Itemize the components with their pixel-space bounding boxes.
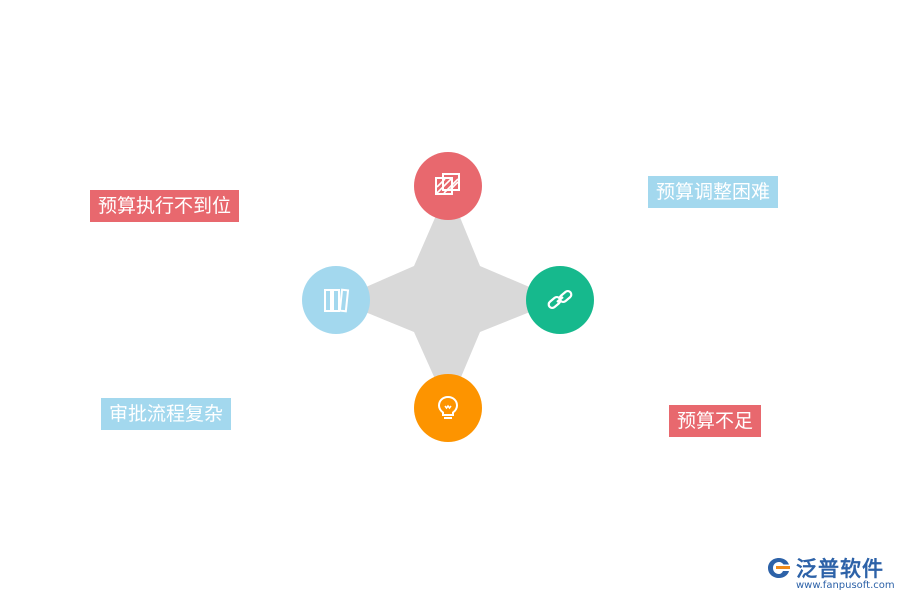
label-top-right: 预算调整困难 (648, 176, 779, 208)
brand-logo: 泛普软件 www.fanpusoft.com (766, 553, 896, 597)
lightbulb-icon (437, 395, 459, 419)
node-top-circle (414, 152, 482, 220)
label-top-left: 预算执行不到位 (90, 190, 240, 222)
node-left-circle (302, 266, 370, 334)
node-right-circle (526, 266, 594, 334)
label-bottom-left: 审批流程复杂 (101, 398, 232, 430)
books-icon (324, 288, 350, 313)
node-bottom-circle (414, 374, 482, 442)
chain-link-icon (547, 289, 573, 310)
hatched-squares-icon (435, 173, 460, 195)
logo-mark-icon (768, 558, 790, 578)
label-bottom-right: 预算不足 (669, 405, 762, 437)
logo-name: 泛普软件 (796, 557, 884, 581)
logo-url: www.fanpusoft.com (796, 580, 895, 591)
